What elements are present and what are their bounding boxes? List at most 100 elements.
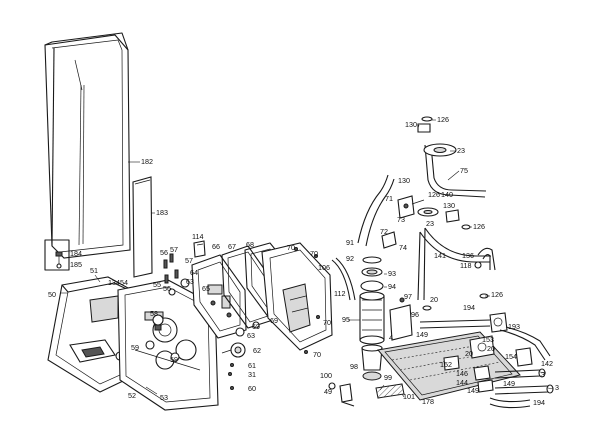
callout-20c: 20	[487, 344, 495, 353]
callout-20a: 20	[430, 295, 438, 304]
bracket-96-97	[389, 297, 413, 341]
callout-93: 93	[388, 269, 396, 278]
callout-55: 55	[153, 280, 161, 289]
callout-178: 178	[422, 397, 434, 406]
callout-70d: 70	[313, 350, 321, 359]
flue-pipe-91	[357, 174, 395, 247]
callout-92: 92	[346, 254, 354, 263]
callout-62: 62	[253, 346, 261, 355]
callout-67: 67	[228, 242, 236, 251]
callout-130c: 130	[443, 201, 455, 210]
callout-65: 65	[202, 284, 210, 293]
callout-149c: 149	[467, 386, 479, 395]
callout-100: 100	[320, 371, 332, 380]
callout-101: 101	[403, 392, 415, 401]
flange-23a	[423, 143, 457, 157]
side-seal-strip	[132, 176, 153, 278]
callout-69b: 69	[270, 316, 278, 325]
callout-4: 4	[389, 333, 393, 342]
callout-31: 31	[248, 370, 256, 379]
pipe-194b	[489, 397, 531, 409]
connector-154	[515, 347, 533, 367]
callout-185: 185	[70, 260, 82, 269]
callout-59a: 59	[131, 343, 139, 352]
callout-54: 54	[120, 278, 128, 287]
callout-68: 68	[246, 240, 254, 249]
instrument-back-panel	[117, 279, 219, 411]
gas-hose-106	[331, 257, 356, 301]
callout-49: 49	[324, 387, 332, 396]
callout-144: 144	[456, 378, 468, 387]
callout-51: 51	[90, 266, 98, 275]
pipe-141	[417, 227, 491, 301]
callout-56a: 56	[160, 248, 168, 257]
callout-94: 94	[388, 282, 396, 291]
callout-53: 53	[160, 393, 168, 402]
callout-136: 136	[462, 251, 474, 260]
callout-73: 73	[397, 215, 405, 224]
callout-52: 52	[128, 391, 136, 400]
callout-126d: 126	[491, 290, 503, 299]
fitting-72-74	[381, 231, 397, 249]
callout-60: 60	[248, 384, 256, 393]
callout-23a: 23	[457, 146, 465, 155]
main-switch-62	[221, 342, 246, 358]
callout-64: 64	[190, 268, 198, 277]
plug-100	[328, 382, 336, 390]
pipe-136	[477, 247, 496, 271]
flange-23b	[417, 207, 439, 217]
callout-63a: 63	[186, 277, 194, 286]
grommet-63b	[235, 321, 260, 337]
small-screws-61-31-60	[228, 363, 234, 390]
callout-112: 112	[334, 289, 345, 298]
callout-154: 154	[505, 352, 517, 361]
callout-118: 118	[460, 261, 471, 270]
nut-126a	[421, 116, 433, 122]
pipe-3a	[494, 368, 546, 379]
callout-140: 140	[441, 190, 453, 199]
front-casing-panel	[44, 32, 131, 259]
condensate-trap-98	[361, 344, 383, 381]
callout-114: 114	[192, 232, 203, 241]
callout-182: 182	[141, 157, 153, 166]
pressure-gauge-58	[152, 314, 164, 331]
pcb-board	[191, 254, 247, 339]
nut-130a	[417, 123, 431, 133]
callout-146: 146	[456, 369, 468, 378]
callout-63b: 63	[247, 331, 255, 340]
screw-set-184-185	[44, 239, 70, 271]
callout-70c: 70	[323, 318, 331, 327]
callout-66: 66	[212, 242, 220, 251]
callout-59b: 59	[170, 355, 178, 364]
callout-142: 142	[541, 359, 553, 368]
callout-126a: 126	[437, 115, 449, 124]
callout-183: 183	[156, 208, 168, 217]
rear-cover-69	[261, 242, 333, 351]
callout-130b: 130	[398, 176, 410, 185]
callout-126b: 126	[428, 190, 440, 199]
callout-152: 152	[440, 360, 452, 369]
callout-98: 98	[350, 362, 358, 371]
gasket-63	[168, 278, 190, 296]
pipe-142	[499, 326, 551, 361]
hydraulic-block-153	[469, 335, 495, 359]
relay-block-114	[193, 240, 206, 258]
screws-70	[294, 247, 320, 354]
hose-101	[375, 383, 405, 399]
callout-193: 193	[508, 322, 520, 331]
callout-194b: 194	[533, 398, 545, 407]
callout-95: 95	[342, 315, 350, 324]
potentiometer-59	[145, 340, 180, 362]
callout-57b: 57	[185, 256, 193, 265]
callout-134: 134	[108, 278, 120, 287]
callout-194a: 194	[463, 303, 475, 312]
elbow-49	[339, 383, 355, 407]
callout-3b: 3	[555, 383, 559, 392]
callout-74: 74	[399, 243, 407, 252]
callout-75: 75	[460, 166, 468, 175]
callout-72: 72	[380, 227, 388, 236]
callout-184: 184	[70, 249, 82, 258]
callout-106: 106	[318, 263, 330, 272]
callout-99: 99	[384, 373, 392, 382]
